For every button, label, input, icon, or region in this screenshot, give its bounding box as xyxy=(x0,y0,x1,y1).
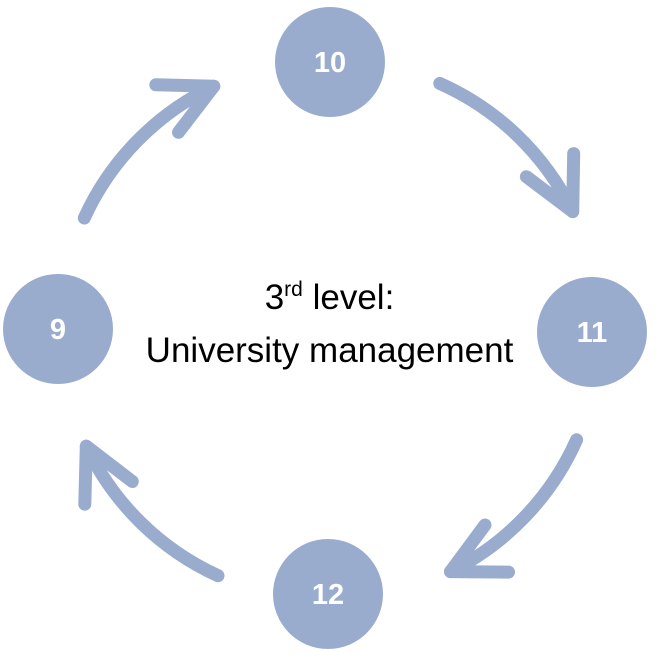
arrow-11-to-12 xyxy=(444,433,584,579)
node-9-label: 9 xyxy=(50,314,66,346)
center-label: 3rd level: University management xyxy=(0,271,659,377)
arrow-10-to-11-curve xyxy=(433,76,580,219)
arrow-12-to-9-arrowhead-icon xyxy=(78,439,139,511)
node-11-label: 11 xyxy=(577,317,608,349)
arrow-9-to-10-curve xyxy=(77,79,221,225)
center-label-line1: 3rd level: xyxy=(0,271,659,324)
arrow-9-to-10-arrowhead-icon xyxy=(149,78,221,139)
node-10-circle xyxy=(275,7,385,117)
node-12-circle xyxy=(273,539,383,649)
node-11-circle xyxy=(537,277,647,387)
center-label-level-number: 3 xyxy=(264,278,285,317)
arrow-11-to-12-arrowhead-icon xyxy=(444,518,515,579)
center-label-level-word: level: xyxy=(302,278,395,317)
arrow-10-to-11-arrowhead-icon xyxy=(519,147,581,219)
center-label-line2: University management xyxy=(145,331,514,370)
node-12: 12 xyxy=(273,539,383,649)
node-11: 11 xyxy=(537,277,647,387)
node-9-circle xyxy=(3,274,113,384)
node-10: 10 xyxy=(275,7,385,117)
node-9: 9 xyxy=(3,274,113,384)
node-10-label: 10 xyxy=(314,47,346,79)
arrow-9-to-10 xyxy=(77,78,221,225)
arrow-10-to-11 xyxy=(433,76,581,219)
arrow-12-to-9 xyxy=(78,439,225,583)
arrow-11-to-12-curve xyxy=(444,433,584,579)
node-12-label: 12 xyxy=(312,579,344,611)
arrow-12-to-9-curve xyxy=(79,439,225,583)
center-label-ordinal-suffix: rd xyxy=(284,278,303,301)
